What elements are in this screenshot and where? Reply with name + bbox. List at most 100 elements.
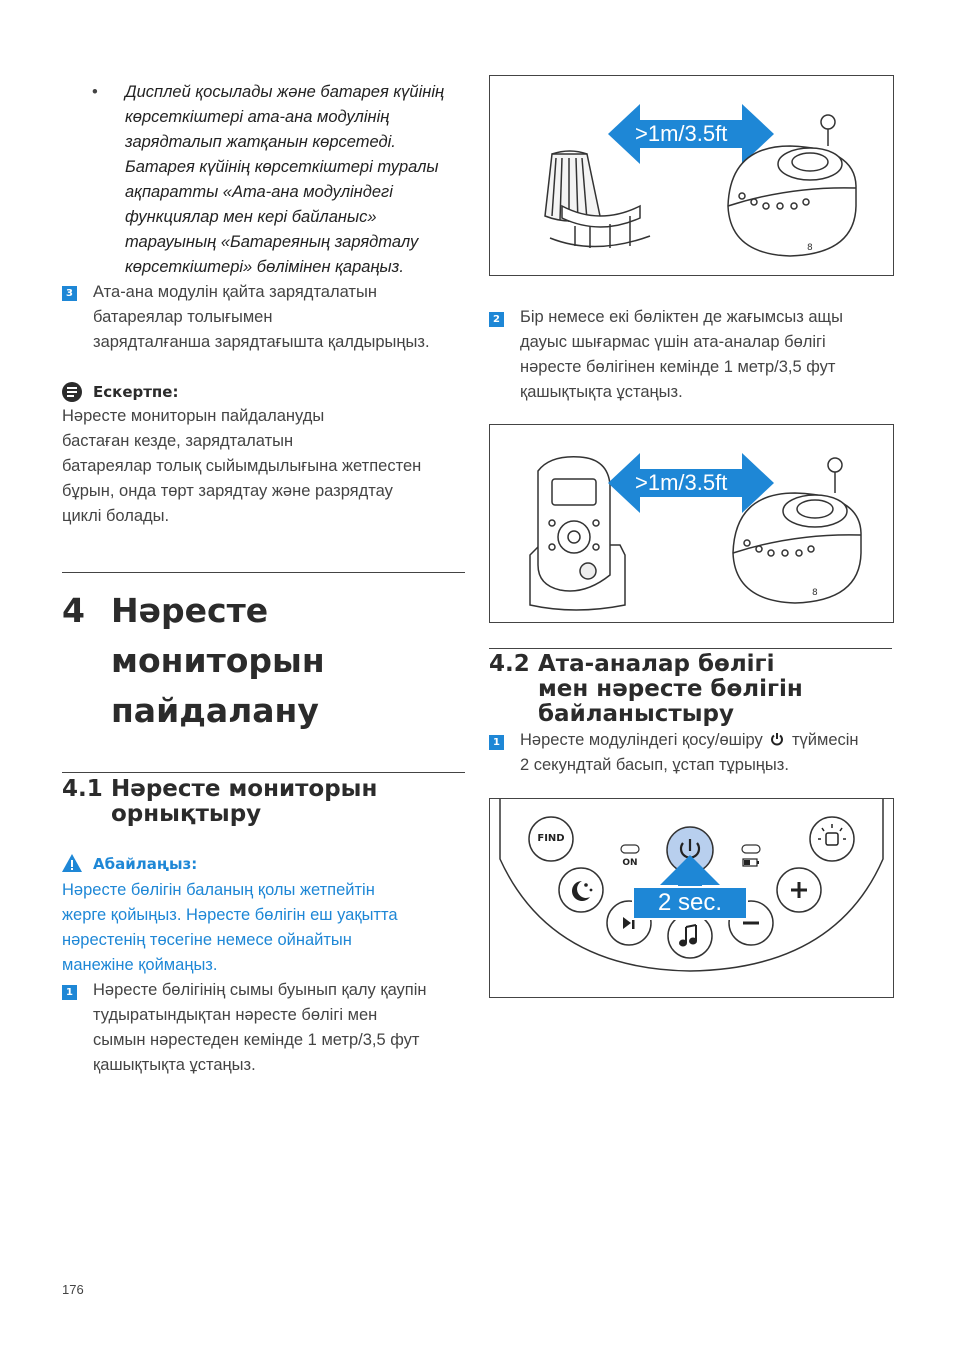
caution-text: Нәресте бөлігін баланың қолы жетпейтін ж… [62, 878, 472, 978]
distance-arrow [608, 104, 774, 164]
music-icon [679, 924, 697, 947]
note-line: бұрын, онда төрт зарядтау және разрядтау [62, 482, 393, 500]
section-42-title-line: байланыстыру [538, 701, 734, 727]
step-line: қашықтықта ұстаңыз. [520, 383, 683, 401]
bullet-line: көрсеткіштері ата-ана модулінің [125, 108, 390, 126]
note-line: Нәресте мониторын пайдалануды [62, 407, 325, 425]
section-42-title-line: Ата-аналар бөлігі [538, 651, 775, 677]
figure-illustration: 8 [529, 453, 862, 611]
section-41-title-line: орнықтыру [111, 801, 262, 827]
cradle-drawing [544, 150, 651, 248]
power-icon [771, 733, 784, 746]
distance-label: >1m/3.5ft [635, 470, 728, 495]
caution-line: Нәресте бөлігін баланың қолы жетпейтін [62, 881, 375, 899]
baby-unit-drawing: 8 [727, 114, 857, 257]
figure-control-panel: FIND ON 2 sec. [489, 798, 894, 998]
bullet-line: Батарея күйінің көрсеткіштері туралы [125, 158, 439, 176]
caution-title: Абайлаңыз: [93, 855, 198, 873]
caution-line: нәрестенің төсегіне немесе ойнайтын [62, 931, 352, 949]
section-42-title-line: мен нәресте бөлігін [538, 676, 803, 702]
figure-illustration: 8 [544, 104, 857, 257]
svg-text:8: 8 [812, 588, 818, 598]
note-line: бастаған кезде, зарядталатын [62, 432, 294, 450]
chapter-rule [62, 572, 465, 573]
bullet-line: ақпаратты «Ата-ана модуліндегі [125, 183, 393, 201]
step-line: тудыратындықтан нәресте бөлігі мен [93, 1006, 378, 1024]
note-icon [62, 382, 82, 402]
chapter-title-line: пайдалану [111, 691, 319, 730]
step-number-1: 1 [62, 985, 77, 1000]
step-number-3: 3 [62, 286, 77, 301]
step-line-part: түймесін [791, 731, 859, 749]
warning-icon [62, 854, 82, 872]
step-line: дауыс шығармас үшін ата-аналар бөлігі [520, 333, 826, 351]
bullet-symbol: • [92, 83, 98, 101]
bullet-line: көрсеткіштері» бөлімінен қараңыз. [125, 258, 404, 276]
chapter-number: 4 [62, 591, 85, 630]
section-41-rule [62, 772, 465, 773]
section-41-title: Нәресте мониторын орнықтыру [111, 777, 377, 827]
caution-line: манежіне қоймаңыз. [62, 956, 218, 974]
chapter-title-line: Нәресте [111, 591, 269, 630]
page-number: 176 [62, 1282, 84, 1297]
parent-unit-drawing [529, 456, 626, 611]
step-line: қашықтықта ұстаңыз. [93, 1056, 256, 1074]
panel-outline [499, 799, 884, 972]
bullet-paragraph: Дисплей қосылады және батарея күйінің кө… [125, 80, 475, 280]
battery-icon [742, 858, 759, 867]
step-1-text: Нәресте бөлігінің сымы буынып қалу қаупі… [93, 978, 473, 1078]
press-arrow [660, 855, 720, 889]
on-led [620, 844, 640, 854]
note-line: циклі болады. [62, 507, 170, 525]
section-42-rule [489, 648, 892, 649]
battery-led [741, 844, 761, 854]
step-line-part: Нәресте модуліндегі қосу/өшіру [520, 731, 763, 749]
night-light-icon [572, 881, 593, 901]
step-line: сымын нәрестеден кемінде 1 метр/3,5 фут [93, 1031, 420, 1049]
find-label: FIND [537, 833, 565, 844]
note-text: Нәресте мониторын пайдалануды бастаған к… [62, 404, 472, 529]
step-42-text: Нәресте модуліндегі қосу/өшіру түймесін … [520, 728, 900, 778]
step-number-42-1: 1 [489, 735, 504, 750]
sec-badge [632, 886, 748, 920]
section-42-title: Ата-аналар бөлігі мен нәресте бөлігін ба… [538, 652, 803, 727]
figure-units-distance: 8 >1m/3.5ft [489, 424, 894, 623]
bullet-line: функциялар мен кері байланыс» [125, 208, 377, 226]
play-skip-icon [623, 917, 635, 929]
distance-label: >1m/3.5ft [635, 121, 728, 146]
sec-label: 2 sec. [657, 889, 723, 916]
step-line: Нәресте модуліндегі қосу/өшіру түймесін [520, 728, 900, 753]
step-2-text: Бір немесе екі бөліктен де жағымсыз ащы … [520, 305, 900, 405]
panel-illustration [499, 799, 884, 972]
step-line: Ата-ана модулін қайта зарядталатын [93, 283, 377, 301]
step-line: нәресте бөлігінен кемінде 1 метр/3,5 фут [520, 358, 836, 376]
baby-unit-drawing: 8 [732, 457, 862, 604]
bullet-line: зарядталып жатқанын көрсетеді. [125, 133, 396, 151]
note-line: батареялар толық сыйымдылығына жетпестен [62, 457, 422, 475]
section-41-number: 4.1 [62, 776, 103, 802]
night-light-button-shape [558, 867, 604, 913]
lamp-button-shape [809, 816, 855, 862]
plus-icon [791, 882, 807, 898]
caution-line: жерге қойыңыз. Нәресте бөлігін еш уақытт… [62, 906, 398, 924]
chapter-title: Нәресте мониторын пайдалану [111, 586, 325, 736]
step-3-text: Ата-ана модулін қайта зарядталатын батар… [93, 280, 473, 355]
on-label: ON [622, 858, 638, 868]
note-title: Ескертпе: [93, 383, 179, 401]
music-button-shape [667, 913, 713, 959]
step-line: зарядталғанша зарядтағышта қалдырыңыз. [93, 333, 430, 351]
svg-text:8: 8 [807, 243, 813, 253]
chapter-title-line: мониторын [111, 641, 325, 680]
figure-cradle-distance: 8 >1m/3.5ft [489, 75, 894, 276]
bullet-line: тарауының «Батареяның зарядталу [125, 233, 419, 251]
find-button-shape [528, 816, 574, 862]
step-number-2: 2 [489, 312, 504, 327]
distance-arrow [608, 453, 774, 513]
step-line: батареялар толығымен [93, 308, 273, 326]
section-41-title-line: Нәресте мониторын [111, 776, 378, 802]
step-line: Нәресте бөлігінің сымы буынып қалу қаупі… [93, 981, 427, 999]
lamp-icon [818, 824, 846, 846]
section-42-number: 4.2 [489, 651, 530, 677]
step-line: 2 секундтай басып, ұстап тұрыңыз. [520, 756, 789, 774]
step-line: Бір немесе екі бөліктен де жағымсыз ащы [520, 308, 843, 326]
